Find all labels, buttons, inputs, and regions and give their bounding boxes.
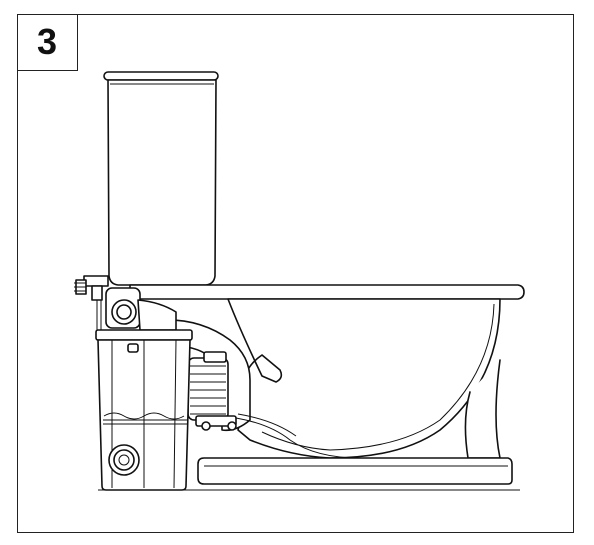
- outlet-elbow-pipe: [105, 287, 177, 331]
- step-number-box: 3: [17, 14, 78, 71]
- macerator-pump-unit: [95, 329, 193, 491]
- toilet-bowl: [197, 298, 513, 485]
- power-cable: [235, 413, 361, 459]
- water-inlet-valve: [74, 275, 109, 330]
- cistern-tank: [103, 71, 219, 286]
- toilet-seat-rim: [129, 284, 525, 300]
- step-number: 3: [36, 21, 58, 62]
- corrugated-hose: [187, 351, 237, 431]
